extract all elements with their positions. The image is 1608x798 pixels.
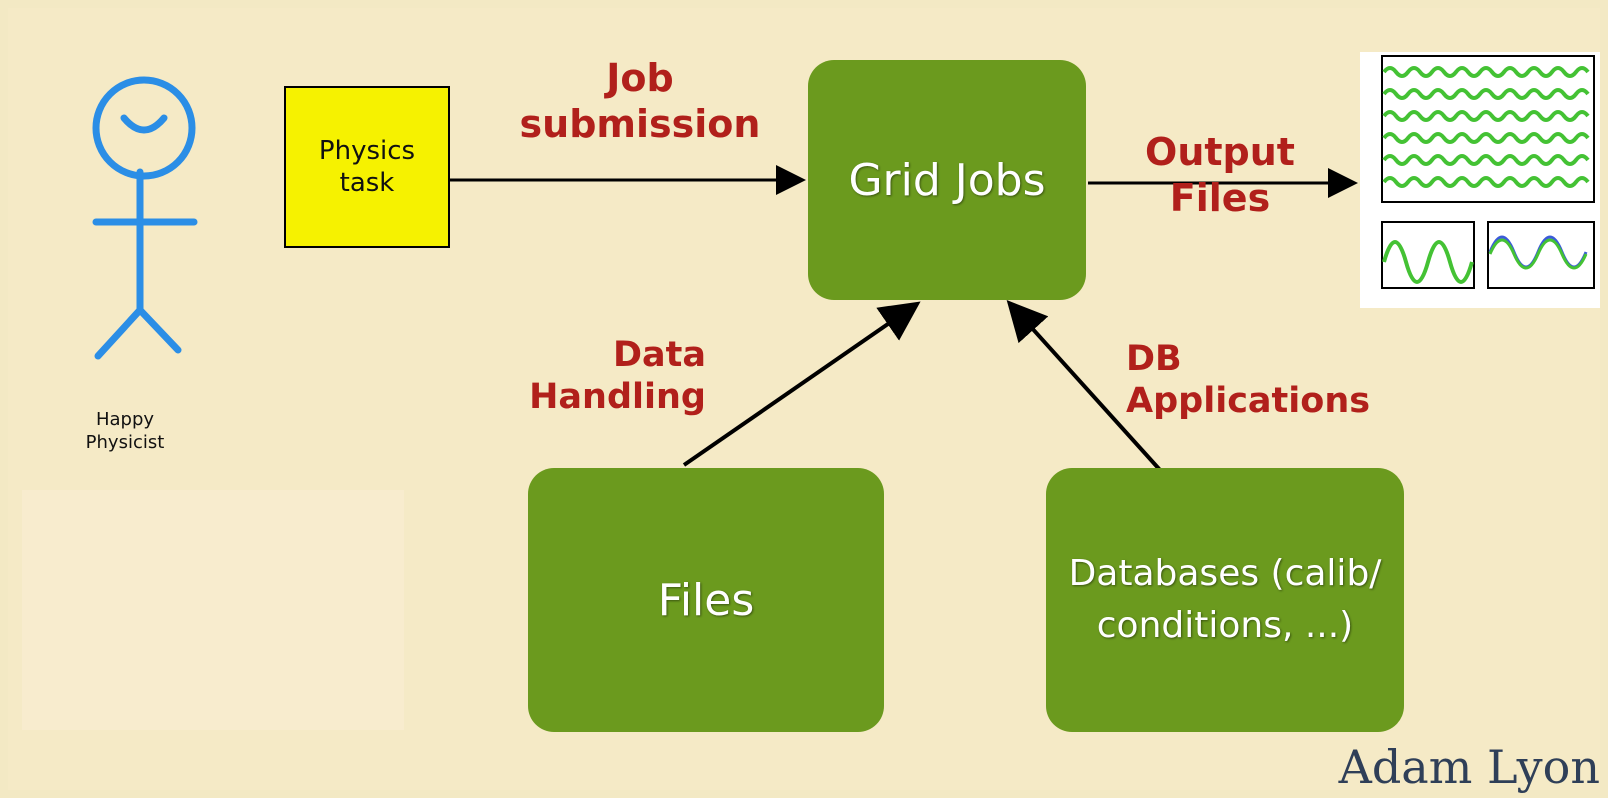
blank-panel [22, 490, 404, 730]
arrow-data-handling [682, 301, 921, 467]
grid-jobs-label: Grid Jobs [848, 154, 1046, 206]
output-files-label: Output Files [1145, 130, 1295, 220]
physics-task-label: Physics task [318, 135, 416, 199]
job-submission-label: Job submission [519, 56, 761, 146]
files-node: Files [528, 468, 884, 732]
output-plots-graphic [1381, 55, 1595, 289]
grid-jobs-node: Grid Jobs [808, 60, 1086, 300]
databases-label: Databases (calib/ conditions, ...) [1068, 552, 1382, 646]
author-name: Adam Lyon [1338, 740, 1600, 794]
arrow-db-applications [1006, 300, 1162, 472]
happy-physicist-caption: Happy Physicist [85, 409, 165, 454]
data-handling-label: Data Handling [529, 335, 706, 417]
stick-figure-icon [92, 76, 198, 360]
files-label: Files [657, 574, 755, 626]
output-plots-icon [1360, 52, 1600, 308]
physics-task-node: Physics task [284, 86, 450, 248]
db-applications-label: DB Applications [1126, 339, 1371, 421]
databases-node: Databases (calib/ conditions, ...) [1046, 468, 1404, 732]
